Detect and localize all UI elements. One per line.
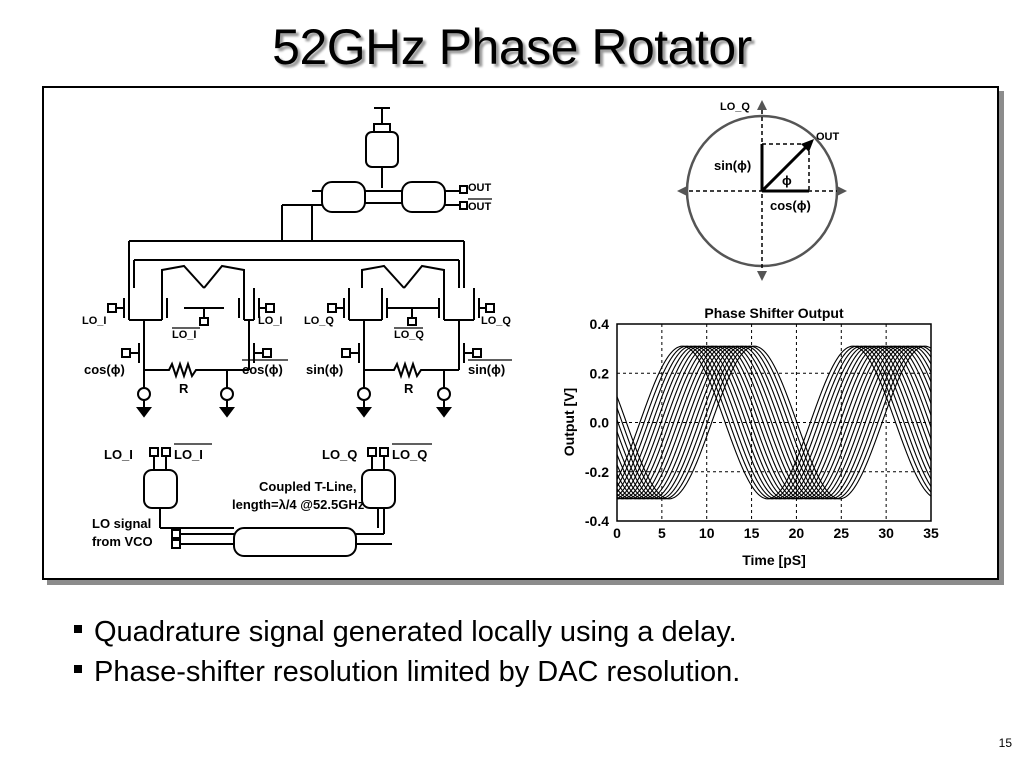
x-tick-label: 35 xyxy=(923,525,939,541)
chart-title: Phase Shifter Output xyxy=(704,305,844,321)
x-tick-label: 20 xyxy=(789,525,805,541)
page-number: 15 xyxy=(998,736,1012,750)
figure-canvas: OUT OUT LO_I LO_I LO_I LO_Q LO_Q LO_Q co… xyxy=(82,100,939,568)
lo-q-label-left: LO_Q xyxy=(304,315,334,327)
phase-shifter-chart: Phase Shifter Output 0.4 0.2 0.0 -0.2 -0.4 0… xyxy=(561,305,939,568)
resistor-label-left: R xyxy=(179,381,189,396)
axis-arrow-right xyxy=(837,186,847,196)
x-tick-label: 30 xyxy=(878,525,894,541)
coupler-lo-i: LO_I xyxy=(104,447,133,462)
phasor-cos-label: cos(ϕ) xyxy=(770,198,811,213)
waveform-curve xyxy=(616,345,932,500)
lo-signal-label-1: LO signal xyxy=(92,516,151,531)
x-axis-label: Time [pS] xyxy=(742,552,806,568)
x-tick-label: 5 xyxy=(658,525,666,541)
out-label: OUT xyxy=(468,182,492,194)
resistor-label-right: R xyxy=(404,381,414,396)
bullet-item: Quadrature signal generated locally usin… xyxy=(74,612,740,652)
lo-i-bar-label: LO_I xyxy=(172,329,196,341)
x-tick-labels: 0 5 10 15 20 25 30 35 xyxy=(613,525,939,541)
y-tick-label: -0.2 xyxy=(585,464,609,480)
cos-bar-label: cos(ϕ) xyxy=(242,362,283,377)
sin-label: sin(ϕ) xyxy=(306,362,343,377)
axis-arrow-left xyxy=(677,186,687,196)
waveform-curve xyxy=(616,345,932,500)
coupler-lo-q: LO_Q xyxy=(322,447,357,462)
out-bar-label: OUT xyxy=(468,201,492,213)
y-tick-labels: 0.4 0.2 0.0 -0.2 -0.4 xyxy=(585,316,609,529)
gilbert-schematic xyxy=(107,107,495,557)
schematic-labels: OUT OUT LO_I LO_I LO_I LO_Q LO_Q LO_Q co… xyxy=(82,182,512,549)
axis-arrow-up xyxy=(757,100,767,110)
bullet-marker xyxy=(74,665,82,674)
lo-q-label-right: LO_Q xyxy=(481,315,511,327)
y-tick-label: 0.0 xyxy=(590,415,610,431)
phasor-lo-q-label: LO_Q xyxy=(720,101,750,113)
waveform-curve xyxy=(616,345,932,500)
waveform-curve xyxy=(616,345,932,500)
waveform-curve xyxy=(616,345,932,500)
y-tick-label: -0.4 xyxy=(585,513,609,529)
waveform-curve xyxy=(616,345,932,500)
waveform-curve xyxy=(616,345,932,500)
bullet-text: Quadrature signal generated locally usin… xyxy=(94,616,737,648)
waveform-curve xyxy=(616,345,932,500)
coupled-line-label-2: length=λ/4 @52.5GHz xyxy=(232,497,365,512)
waveform-curve xyxy=(616,345,932,500)
figure-panel: OUT OUT LO_I LO_I LO_I LO_Q LO_Q LO_Q co… xyxy=(42,86,999,580)
waveform-curve xyxy=(616,345,932,500)
coupler-lo-i-bar: LO_I xyxy=(174,447,203,462)
y-tick-label: 0.4 xyxy=(590,316,610,332)
x-tick-label: 0 xyxy=(613,525,621,541)
x-tick-label: 25 xyxy=(833,525,849,541)
bullet-item: Phase-shifter resolution limited by DAC … xyxy=(74,652,740,692)
lo-signal-label-2: from VCO xyxy=(92,534,153,549)
bullet-list: Quadrature signal generated locally usin… xyxy=(74,612,740,692)
sin-bar-label: sin(ϕ) xyxy=(468,362,505,377)
out-vector-arrow xyxy=(801,139,814,152)
bullet-marker xyxy=(74,625,82,634)
axis-arrow-down xyxy=(757,271,767,281)
waveform-curve xyxy=(616,345,932,500)
phasor-diagram: LO_Q OUT sin(ϕ) cos(ϕ) ϕ xyxy=(677,100,847,281)
x-tick-label: 15 xyxy=(744,525,760,541)
waveform-curve xyxy=(616,345,932,500)
phasor-out-label: OUT xyxy=(816,131,840,143)
coupled-line-label-1: Coupled T-Line, xyxy=(259,479,357,494)
y-tick-label: 0.2 xyxy=(590,365,610,381)
curves xyxy=(616,345,932,500)
x-tick-label: 10 xyxy=(699,525,715,541)
waveform-curve xyxy=(616,345,932,500)
y-axis-label: Output [V] xyxy=(561,388,577,456)
cos-label: cos(ϕ) xyxy=(84,362,125,377)
phasor-sin-label: sin(ϕ) xyxy=(714,158,751,173)
slide-title: 52GHz Phase Rotator xyxy=(272,19,752,75)
bullet-text: Phase-shifter resolution limited by DAC … xyxy=(94,656,741,688)
lo-i-label-left: LO_I xyxy=(82,315,106,327)
waveform-curve xyxy=(616,345,932,500)
phasor-phi-label: ϕ xyxy=(782,173,792,188)
coupler-lo-q-bar: LO_Q xyxy=(392,447,427,462)
lo-q-bar-label: LO_Q xyxy=(394,329,424,341)
lo-i-label-right: LO_I xyxy=(258,315,282,327)
